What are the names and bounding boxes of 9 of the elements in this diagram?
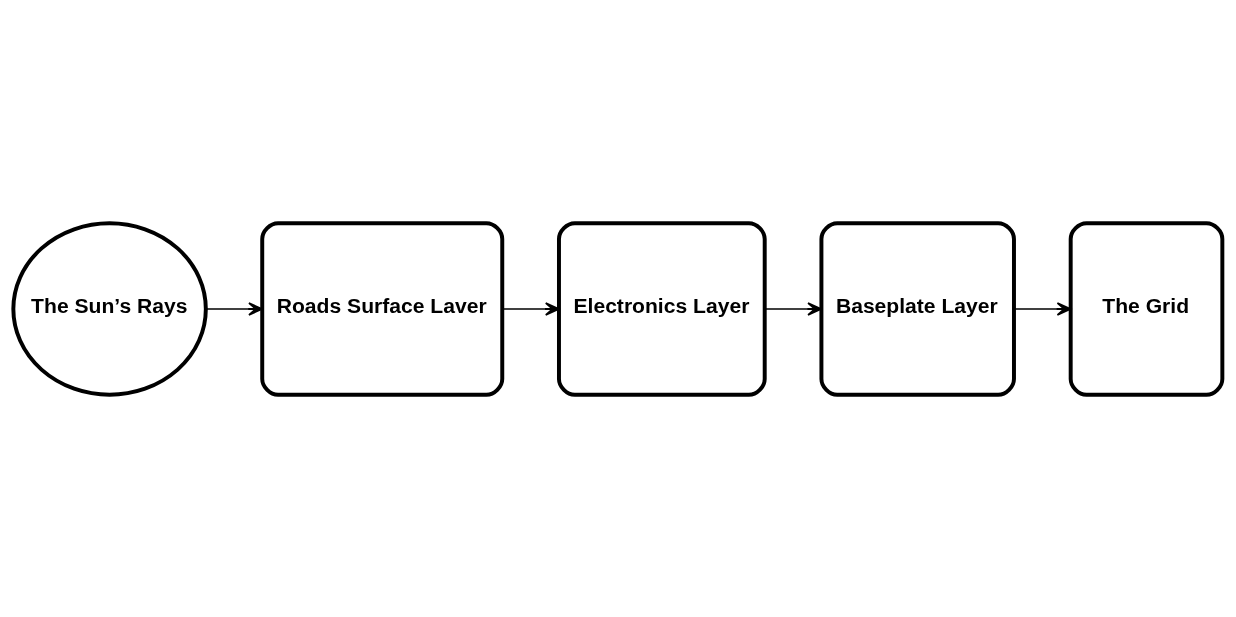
arrow [204, 301, 263, 316]
node-box: Roads Surface Laver [260, 220, 505, 397]
arrow [764, 301, 822, 316]
arrow [501, 301, 560, 316]
node-ellipse: The Sun’s Rays [11, 220, 208, 397]
node-box: The Grid [1068, 220, 1225, 397]
arrow [1013, 301, 1072, 316]
node-box: Baseplate Layer [819, 220, 1016, 397]
node-box: Electronics Layer [557, 220, 767, 397]
